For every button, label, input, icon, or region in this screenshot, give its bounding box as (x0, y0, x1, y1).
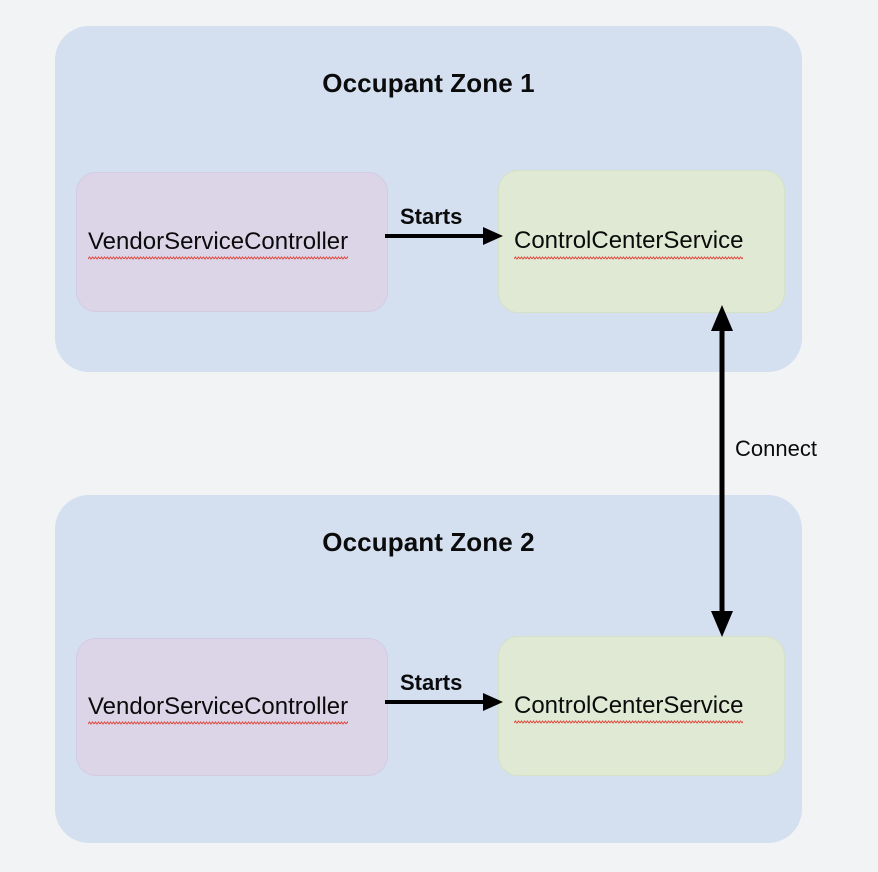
occupant-zone-2-container[interactable]: Occupant Zone 2 VendorServiceController … (55, 495, 802, 843)
occupant-zone-2-title: Occupant Zone 2 (322, 527, 535, 557)
node-label-vendor-service-controller-zone-1: VendorServiceController (88, 227, 349, 261)
occupant-zone-1-container[interactable]: Occupant Zone 1 VendorServiceController … (55, 26, 802, 372)
node-label-control-center-service-zone-1: ControlCenterService (514, 227, 744, 261)
occupant-zone-1-title: Occupant Zone 1 (322, 68, 535, 98)
edge-label-starts-zone-1: Starts (400, 204, 463, 229)
node-control-center-service-zone-1[interactable]: ControlCenterService (498, 170, 785, 313)
node-vendor-service-controller-zone-2[interactable]: VendorServiceController (76, 638, 388, 776)
edge-label-connect: Connect (735, 436, 817, 461)
node-vendor-service-controller-zone-1[interactable]: VendorServiceController (76, 172, 388, 312)
edge-label-starts-zone-2: Starts (400, 670, 463, 695)
node-control-center-service-zone-2[interactable]: ControlCenterService (498, 636, 785, 776)
node-label-control-center-service-zone-2: ControlCenterService (514, 691, 744, 725)
node-label-vendor-service-controller-zone-2: VendorServiceController (88, 692, 349, 726)
